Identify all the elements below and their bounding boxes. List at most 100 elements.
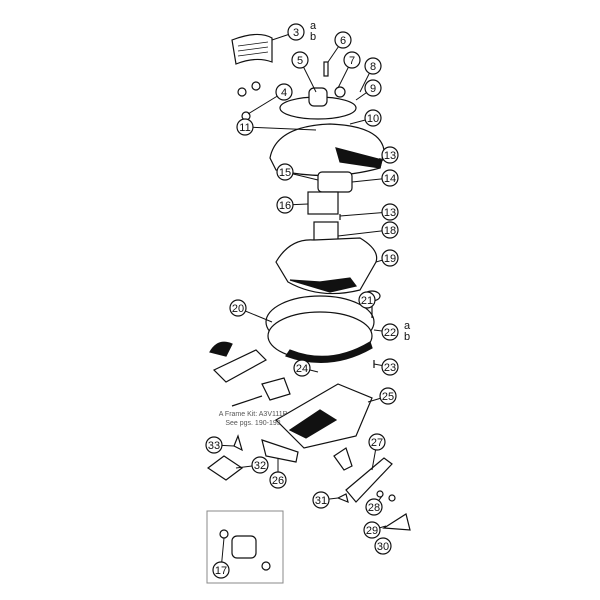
callout-circle (287, 23, 305, 41)
callout-sublabel: a (310, 20, 317, 32)
callout-28: 28 (365, 495, 383, 516)
callout-23: 23 (373, 358, 399, 376)
callout-number: 7 (349, 55, 355, 67)
callout-circle (251, 456, 269, 474)
callout-17: 17 (212, 537, 230, 579)
callout-number: 31 (315, 495, 327, 507)
callout-circle (291, 51, 309, 69)
callout-14: 14 (351, 169, 399, 187)
callout-13: 13 (379, 146, 399, 164)
callout-number: 21 (361, 295, 373, 307)
callout-circle (364, 79, 382, 97)
callout-21: 21 (358, 291, 376, 309)
inset-frame (206, 510, 284, 584)
callout-number: 28 (368, 502, 380, 514)
callout-number: 32 (254, 460, 266, 472)
callout-circle (374, 537, 392, 555)
part-scraper (261, 439, 299, 463)
callout-circle (365, 498, 383, 516)
callout-number: 25 (382, 391, 394, 403)
callout-circle (358, 291, 376, 309)
callout-circle (269, 471, 287, 489)
callout-4: 4 (247, 83, 293, 115)
part-block (307, 191, 339, 215)
callout-circle (229, 299, 247, 317)
callout-number: 13 (384, 207, 396, 219)
part-swivel (219, 529, 271, 571)
callout-circle (381, 146, 399, 164)
callout-number: 23 (384, 362, 396, 374)
part-blade (382, 513, 411, 531)
callout-24: 24 (293, 359, 319, 377)
callout-number: 29 (366, 525, 378, 537)
callout-number: 11 (239, 122, 250, 134)
callout-number: 3 (293, 27, 299, 39)
callout-number: 8 (370, 61, 376, 73)
callout-circle (381, 323, 399, 341)
callout-number: 30 (377, 541, 389, 553)
callout-circle (381, 221, 399, 239)
part-plate (206, 455, 244, 481)
callout-circle (236, 118, 254, 136)
callout-circle (293, 359, 311, 377)
callout-circle (381, 169, 399, 187)
callout-sublabel: a (404, 320, 411, 332)
callout-29: 29 (363, 521, 387, 539)
callout-26: 26 (269, 458, 287, 489)
callout-circle (381, 203, 399, 221)
callout-number: 10 (367, 113, 379, 125)
callout-5: 5 (291, 51, 317, 93)
a-frame-note: A Frame Kit: A3V111P See pgs. 190-193 (198, 410, 308, 428)
part-wedge (336, 493, 349, 503)
callout-circle (276, 163, 294, 181)
callout-11: 11 (236, 118, 317, 136)
note-line-1: A Frame Kit: A3V111P (218, 411, 288, 418)
callout-32: 32 (235, 456, 269, 474)
callout-33: 33 (205, 436, 235, 454)
part-washer (376, 490, 384, 498)
callout-circle (334, 31, 352, 49)
callout-number: 14 (384, 173, 396, 185)
callout-sublabel: b (404, 331, 410, 343)
part-motor (317, 171, 353, 193)
callout-16: 16 (276, 196, 309, 214)
callout-number: 20 (232, 303, 244, 315)
part-pin (323, 61, 329, 77)
callout-19: 19 (375, 249, 399, 267)
callout-number: 22 (384, 327, 396, 339)
callout-sublabel: b (310, 31, 316, 43)
callout-circle (275, 83, 293, 101)
callout-25: 25 (367, 387, 397, 405)
callout-number: 6 (340, 35, 346, 47)
callout-number: 15 (279, 167, 291, 179)
callout-13: 13 (339, 203, 399, 221)
callout-number: 13 (384, 150, 396, 162)
callout-circle (205, 436, 223, 454)
callout-number: 9 (370, 83, 376, 95)
part-tread-right (345, 457, 393, 503)
part-tread-left (212, 349, 267, 383)
leader-line (244, 126, 317, 131)
callout-circle (379, 387, 397, 405)
callout-number: 27 (371, 437, 383, 449)
callout-number: 17 (215, 565, 227, 577)
note-line-2: See pgs. 190-193 (225, 420, 281, 427)
callout-circle (364, 57, 382, 75)
callout-15: 15 (276, 163, 319, 181)
callout-circle (343, 51, 361, 69)
callout-7: 7 (337, 51, 361, 89)
callout-number: 18 (384, 225, 396, 237)
callout-20: 20 (229, 299, 273, 323)
callout-circle (364, 109, 382, 127)
part-clip (233, 434, 243, 452)
callout-circle (381, 358, 399, 376)
callout-circle (368, 433, 386, 451)
callout-10: 10 (349, 109, 382, 127)
callout-number: 19 (384, 253, 396, 265)
part-knob (237, 87, 247, 97)
callout-3: 3ab (271, 20, 317, 43)
callout-circle (276, 196, 294, 214)
callout-number: 4 (281, 87, 287, 99)
